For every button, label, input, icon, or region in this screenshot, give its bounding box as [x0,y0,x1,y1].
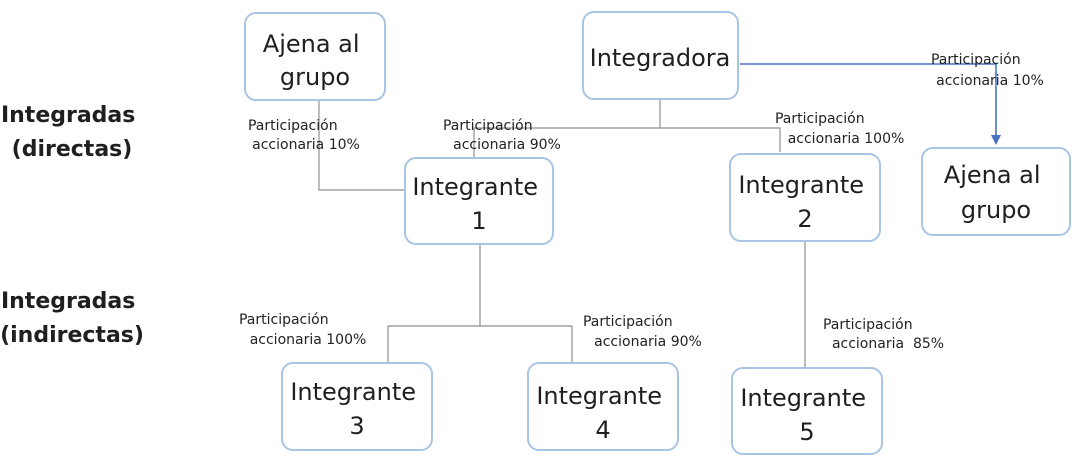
svg-text:Integrante 3: Integrante 3 [290,378,423,440]
svg-text:Integrante 4: Integrante 4 [536,382,669,444]
row-label-directas-line1: Integradas [1,103,135,128]
node-integrante-3: Integrante 3 [281,362,433,451]
node-ajena-al-grupo-right: Ajena al grupo [921,147,1071,236]
node-integrante-1: Integrante 1 [404,157,554,245]
edge-label-ajena-left-to-1: Participación accionaria 10% [248,118,360,153]
svg-text:Integrante 1: Integrante 1 [412,173,545,235]
connector-ajena-left-to-integrante-1 [318,100,405,191]
connector-integrante-1-to-3 [387,325,480,362]
node-ajena-al-grupo-left: Ajena al grupo [244,12,386,101]
svg-text:Ajena al grupo: Ajena al grupo [944,161,1048,224]
arrow-integradora-to-ajena-right [740,63,1001,145]
row-label-indirectas-line1: Integradas [1,289,135,314]
row-label-directas-line2: (directas) [12,137,133,162]
edge-label-i2-to-5: Participación accionaria 85% [823,317,944,352]
svg-text:Integrante 2: Integrante 2 [738,171,871,233]
row-label-directas: Integradas (directas) [1,103,143,162]
edge-label-integradora-to-ajena-right: Participación accionaria 10% [931,52,1044,89]
svg-text:Integradora: Integradora [590,44,731,72]
connector-integradora-to-integrante-1 [473,127,660,158]
node-integrante-5: Integrante 5 [731,367,883,455]
edge-label-integradora-to-2: Participación accionaria 100% [775,111,904,147]
svg-text:Ajena al grupo: Ajena al grupo [263,30,367,91]
connector-integradora-to-integrante-2 [660,127,781,152]
edge-label-integradora-to-1: Participación accionaria 90% [443,118,561,153]
edge-label-i1-to-3: Participación accionaria 100% [239,312,366,348]
node-integrante-4: Integrante 4 [527,362,679,451]
connector-integrante-1-to-4 [480,325,573,362]
node-integrante-2: Integrante 2 [729,153,881,242]
row-label-indirectas-line2: (indirectas) [0,323,144,348]
node-integradora: Integradora [582,11,739,100]
edge-label-i1-to-4: Participación accionaria 90% [583,314,702,350]
row-label-indirectas: Integradas (indirectas) [0,289,144,348]
svg-text:Integrante 5: Integrante 5 [740,384,873,446]
